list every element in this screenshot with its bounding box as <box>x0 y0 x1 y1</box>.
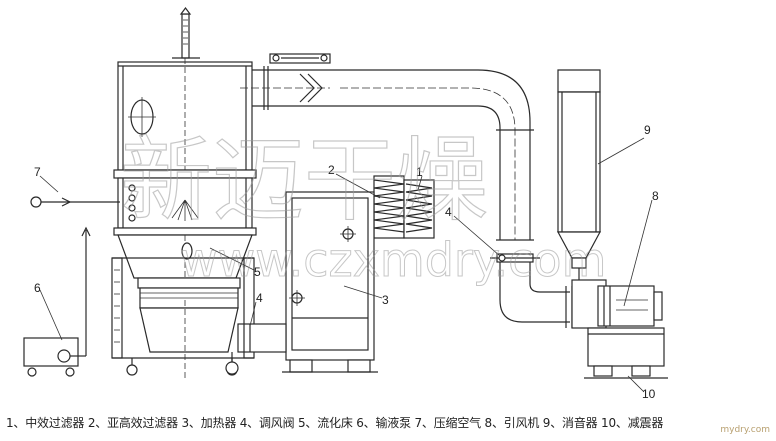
liquid-pump <box>23 337 87 377</box>
label-2: 2 <box>328 163 335 177</box>
label-3: 3 <box>382 293 389 307</box>
compressed-air-line <box>30 196 120 340</box>
label-8: 8 <box>652 189 659 203</box>
corner-watermark: mydry.com <box>720 425 770 435</box>
label-7: 7 <box>34 165 41 179</box>
label-9: 9 <box>644 123 651 137</box>
label-10: 10 <box>642 387 656 401</box>
fluid-bed-tower <box>111 7 257 378</box>
label-4-damper: 4 <box>445 205 452 219</box>
exhaust-duct <box>240 53 573 328</box>
inlet-duct <box>225 323 287 375</box>
silencer <box>556 69 602 280</box>
leader-lines <box>39 137 653 393</box>
callout-labels: 1 2 3 4 4 5 6 7 8 9 10 <box>34 123 659 401</box>
label-1: 1 <box>416 165 423 179</box>
induced-fan <box>571 279 668 379</box>
label-5: 5 <box>254 265 261 279</box>
watermark-chinese: 新迈干燥 <box>120 127 488 234</box>
heater <box>282 191 378 373</box>
label-4-inlet: 4 <box>256 291 263 305</box>
legend-caption: 1、中效过滤器 2、亚高效过滤器 3、加热器 4、调风阀 5、流化床 6、输液泵… <box>6 416 664 430</box>
watermark-url: www.czxmdry.com <box>180 233 606 287</box>
label-6: 6 <box>34 281 41 295</box>
